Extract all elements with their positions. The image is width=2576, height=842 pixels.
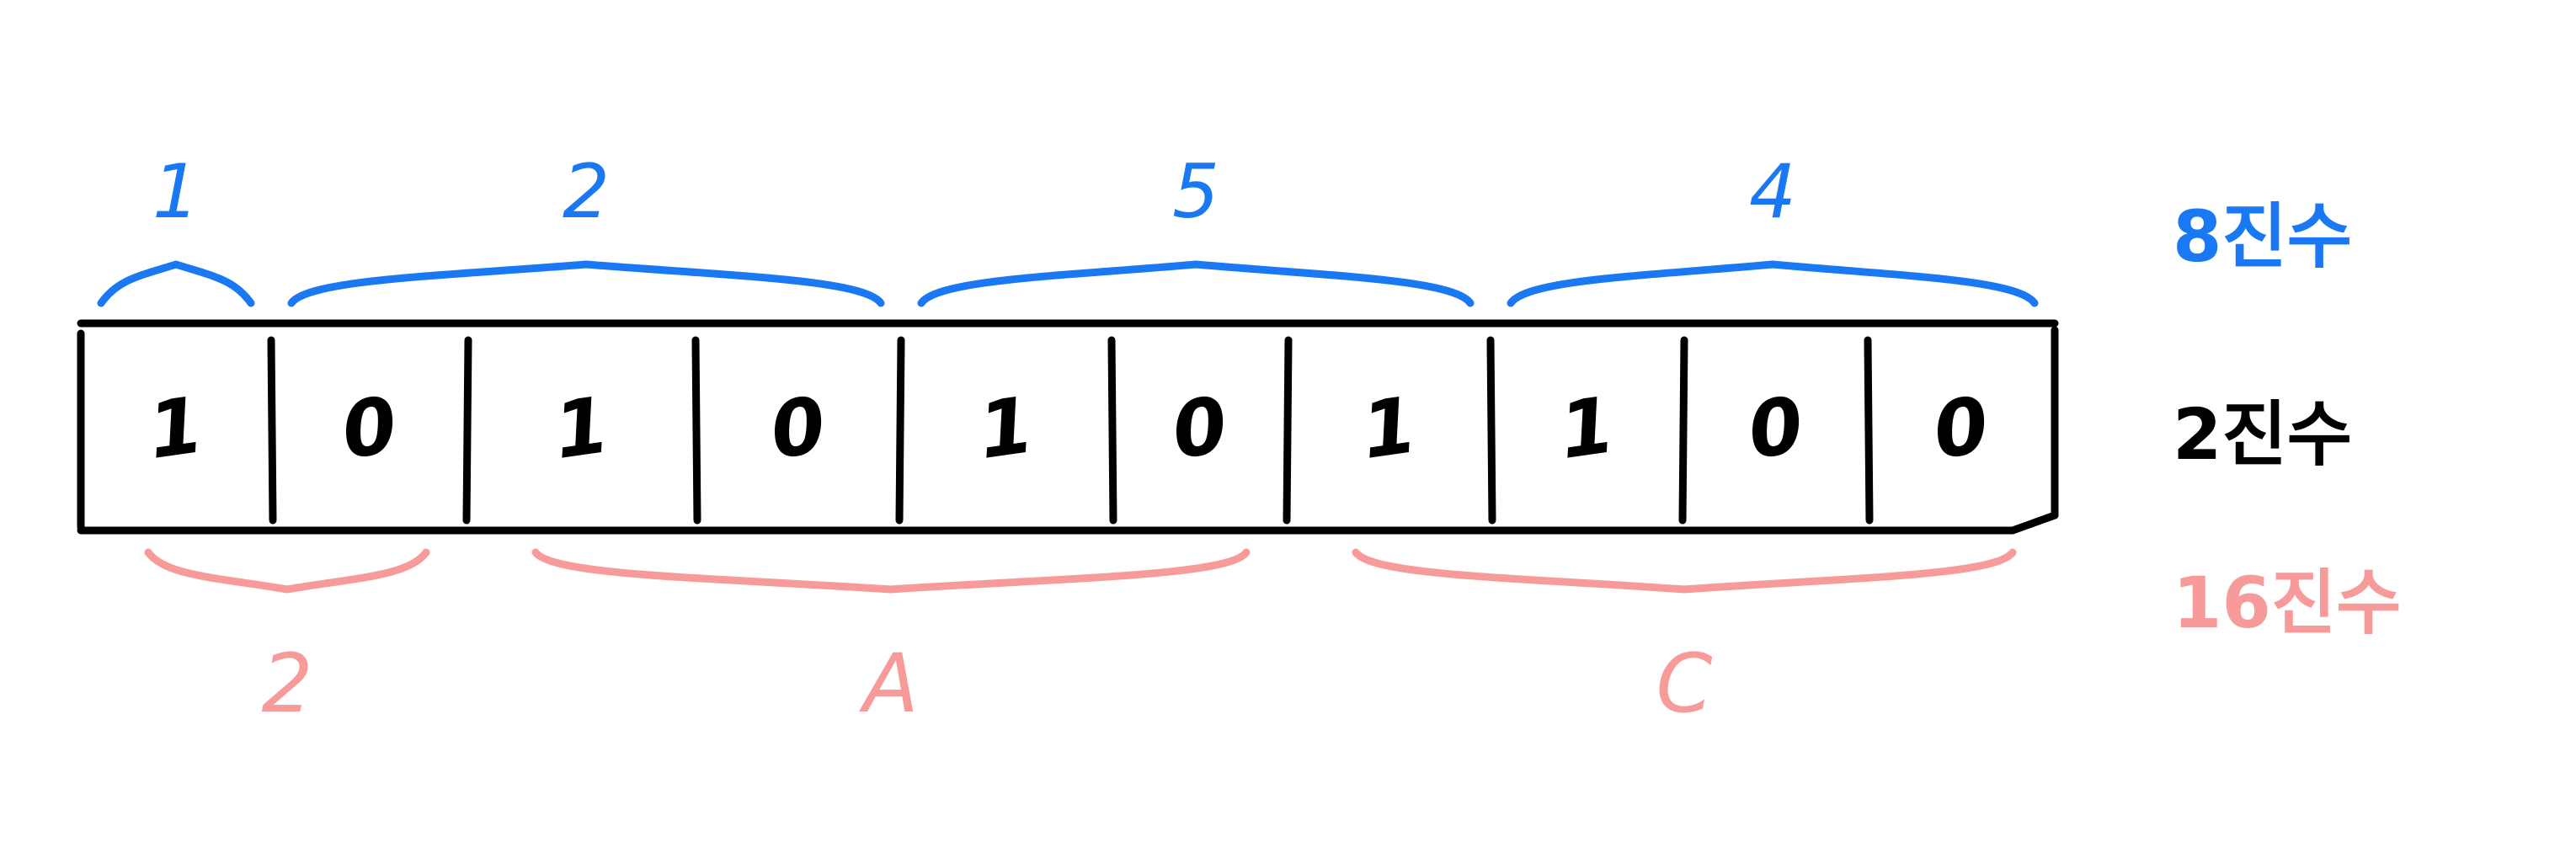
octal-group-value: 2 bbox=[563, 148, 610, 235]
binary-digits: 1 0 1 0 1 0 1 1 0 0 bbox=[143, 380, 1994, 477]
hex-group-value: 2 bbox=[261, 637, 312, 731]
binary-digit: 1 bbox=[973, 380, 1039, 477]
binary-digit: 0 bbox=[1928, 380, 1994, 477]
octal-group-value: 4 bbox=[1749, 148, 1796, 235]
binary-digit: 0 bbox=[337, 380, 403, 477]
octal-brace bbox=[287, 260, 885, 307]
box-bottom-edge bbox=[77, 511, 2059, 535]
hex-group-value: A bbox=[858, 637, 919, 731]
cell-divider bbox=[267, 336, 277, 525]
octal-brace bbox=[917, 260, 1475, 307]
octal-group-value: 5 bbox=[1172, 148, 1219, 235]
cell-divider bbox=[1678, 336, 1688, 525]
octal-brace bbox=[97, 260, 255, 307]
octal-values: 1 2 5 4 bbox=[152, 148, 1796, 235]
octal-group-value: 1 bbox=[152, 148, 200, 235]
octal-row-label: 8진수 bbox=[2173, 195, 2352, 278]
binary-digit: 0 bbox=[1167, 380, 1233, 477]
hex-brace bbox=[144, 548, 430, 594]
octal-brace bbox=[1507, 260, 2039, 307]
octal-braces bbox=[97, 260, 2039, 307]
binary-digit: 1 bbox=[1555, 380, 1620, 477]
binary-digit: 1 bbox=[549, 380, 615, 477]
binary-digit: 1 bbox=[143, 380, 209, 477]
binary-digit: 1 bbox=[1357, 380, 1422, 477]
hex-row-label: 16진수 bbox=[2173, 562, 2401, 644]
hex-braces bbox=[144, 548, 2017, 594]
cell-divider bbox=[691, 336, 701, 525]
cell-divider bbox=[462, 336, 472, 525]
cell-divider bbox=[1864, 336, 1874, 525]
cell-divider bbox=[1107, 336, 1117, 525]
hex-group-value: C bbox=[1656, 637, 1712, 731]
cell-divider bbox=[895, 336, 905, 525]
binary-row-label: 2진수 bbox=[2173, 393, 2352, 476]
binary-digit: 0 bbox=[765, 380, 831, 477]
cell-divider bbox=[1283, 336, 1293, 525]
cell-divider bbox=[1486, 336, 1496, 525]
binary-cells-box bbox=[77, 319, 2059, 535]
hex-brace bbox=[531, 548, 1251, 594]
hex-values: 2 A C bbox=[261, 637, 1712, 731]
binary-digit: 0 bbox=[1743, 380, 1809, 477]
hex-brace bbox=[1352, 548, 2017, 594]
